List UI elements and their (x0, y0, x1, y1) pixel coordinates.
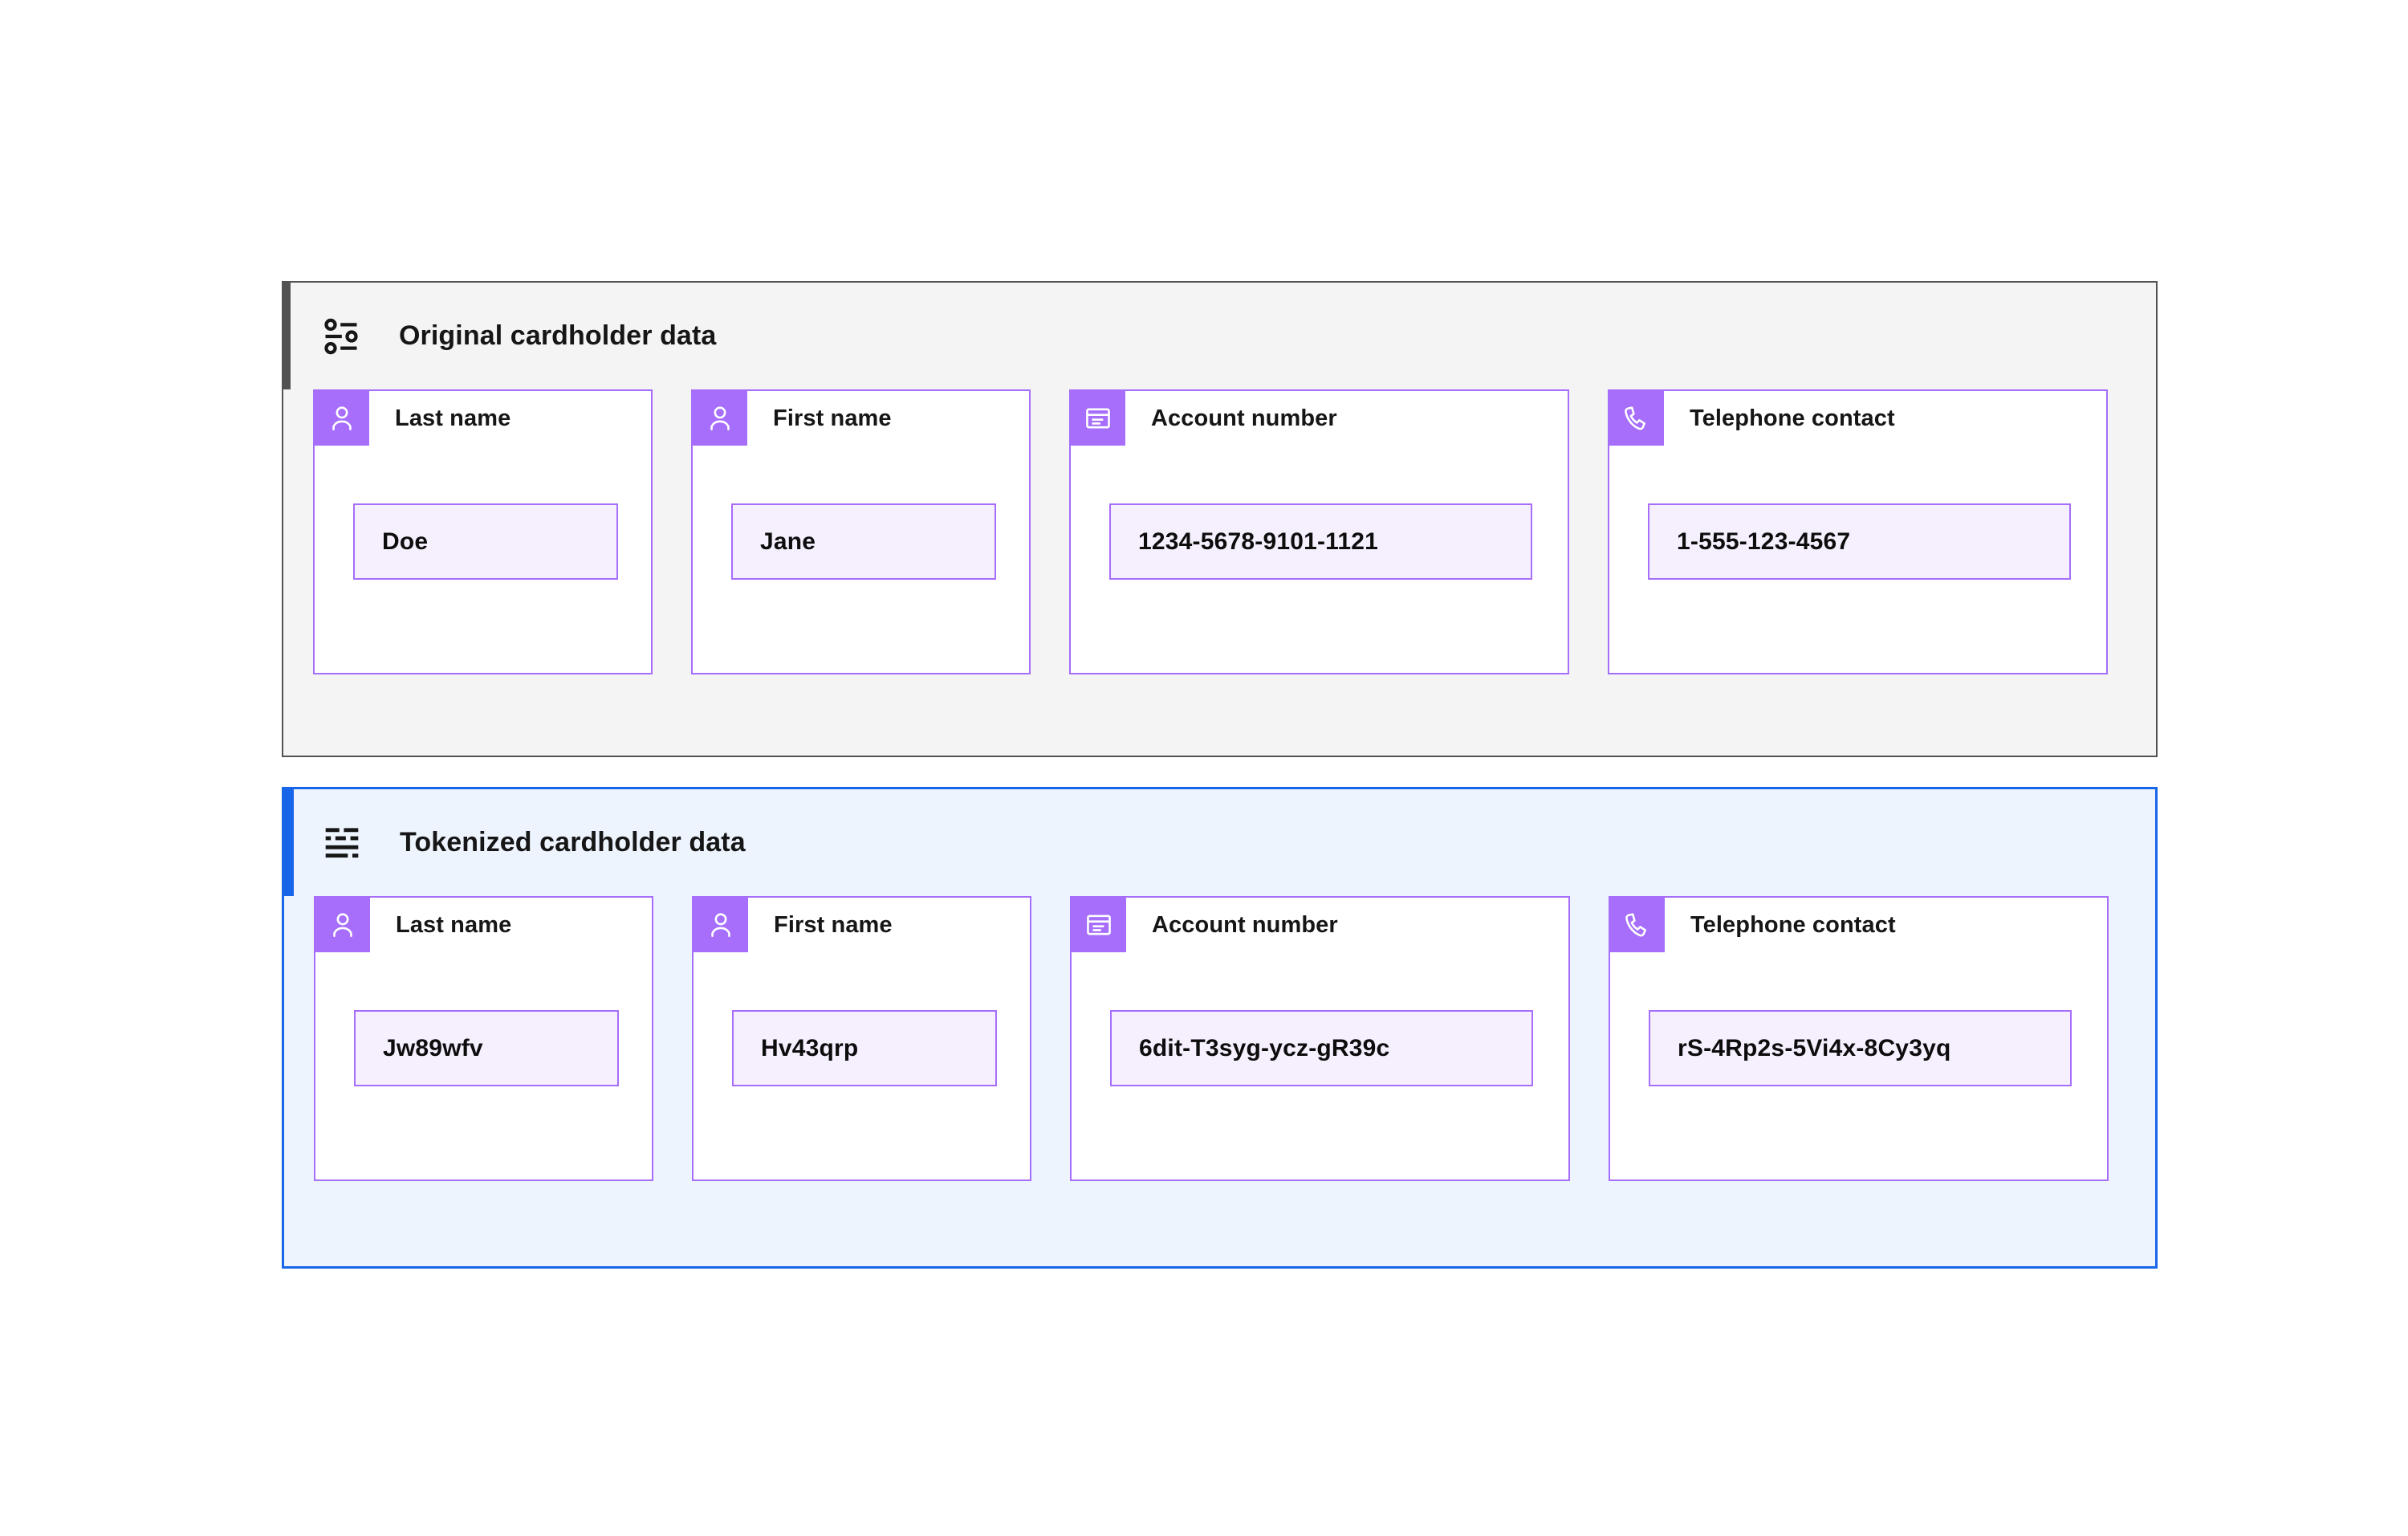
person-icon (706, 910, 736, 940)
card-row-tokenized: Last name Jw89wfv First name (314, 896, 2133, 1181)
field-label: Telephone contact (1690, 911, 1896, 938)
field-card-account-number-tokenized[interactable]: Account number 6dit-T3syg-ycz-gR39c (1070, 896, 1570, 1181)
person-icon-box (694, 898, 748, 952)
credit-card-icon (1083, 403, 1113, 434)
field-value: Hv43qrp (761, 1034, 859, 1061)
field-value: Jw89wfv (383, 1034, 483, 1061)
panel-accent-bar-original (283, 283, 291, 389)
field-value-box[interactable]: rS-4Rp2s-5Vi4x-8Cy3yq (1649, 1010, 2072, 1086)
person-icon (327, 910, 358, 940)
field-card-account-number-original[interactable]: Account number 1234-5678-9101-1121 (1069, 389, 1569, 674)
panel-original-cardholder-data: Original cardholder data Last name Doe (282, 281, 2158, 757)
phone-icon (1621, 403, 1652, 434)
field-label: First name (773, 405, 892, 431)
person-icon (705, 403, 735, 434)
card-row-original: Last name Doe First name Ja (313, 389, 2133, 674)
field-value-box[interactable]: Jw89wfv (354, 1010, 619, 1086)
field-value-box[interactable]: Doe (353, 503, 618, 580)
field-label: Telephone contact (1690, 405, 1895, 431)
field-value: 1-555-123-4567 (1677, 528, 1851, 555)
field-value-box[interactable]: 6dit-T3syg-ycz-gR39c (1110, 1010, 1533, 1086)
phone-icon-box (1610, 898, 1665, 952)
field-card-last-name-tokenized[interactable]: Last name Jw89wfv (314, 896, 653, 1181)
panel-accent-bar-tokenized (284, 789, 294, 896)
field-value-box[interactable]: Jane (731, 503, 996, 580)
field-card-first-name-tokenized[interactable]: First name Hv43qrp (692, 896, 1031, 1181)
field-label: First name (774, 911, 893, 938)
phone-icon (1622, 910, 1653, 940)
phone-icon-box (1609, 391, 1664, 446)
text-lines-icon (321, 822, 363, 864)
person-icon-box (315, 898, 370, 952)
field-label: Last name (395, 405, 511, 431)
panel-header-original: Original cardholder data (283, 283, 716, 389)
field-label: Account number (1151, 405, 1337, 431)
field-card-last-name-original[interactable]: Last name Doe (313, 389, 653, 674)
field-value-box[interactable]: Hv43qrp (732, 1010, 997, 1086)
person-icon (327, 403, 357, 434)
credit-card-icon (1084, 910, 1114, 940)
field-value: 6dit-T3syg-ycz-gR39c (1139, 1034, 1390, 1061)
panel-tokenized-cardholder-data: Tokenized cardholder data Last name Jw89… (282, 787, 2158, 1269)
field-value: Doe (382, 528, 429, 555)
field-value: rS-4Rp2s-5Vi4x-8Cy3yq (1678, 1034, 1951, 1061)
person-icon-box (315, 391, 369, 446)
field-card-first-name-original[interactable]: First name Jane (691, 389, 1031, 674)
credit-card-icon-box (1071, 391, 1125, 446)
settings-sliders-icon (320, 316, 362, 357)
field-value: Jane (760, 528, 816, 555)
field-card-telephone-contact-tokenized[interactable]: Telephone contact rS-4Rp2s-5Vi4x-8Cy3yq (1609, 896, 2109, 1181)
field-value-box[interactable]: 1234-5678-9101-1121 (1109, 503, 1532, 580)
panel-header-tokenized: Tokenized cardholder data (284, 789, 746, 896)
field-card-telephone-contact-original[interactable]: Telephone contact 1-555-123-4567 (1608, 389, 2108, 674)
field-value-box[interactable]: 1-555-123-4567 (1648, 503, 2071, 580)
field-label: Last name (396, 911, 512, 938)
field-label: Account number (1152, 911, 1338, 938)
panel-title-original: Original cardholder data (399, 320, 717, 351)
person-icon-box (693, 391, 747, 446)
panel-title-tokenized: Tokenized cardholder data (400, 827, 746, 858)
field-value: 1234-5678-9101-1121 (1138, 528, 1379, 555)
credit-card-icon-box (1072, 898, 1126, 952)
